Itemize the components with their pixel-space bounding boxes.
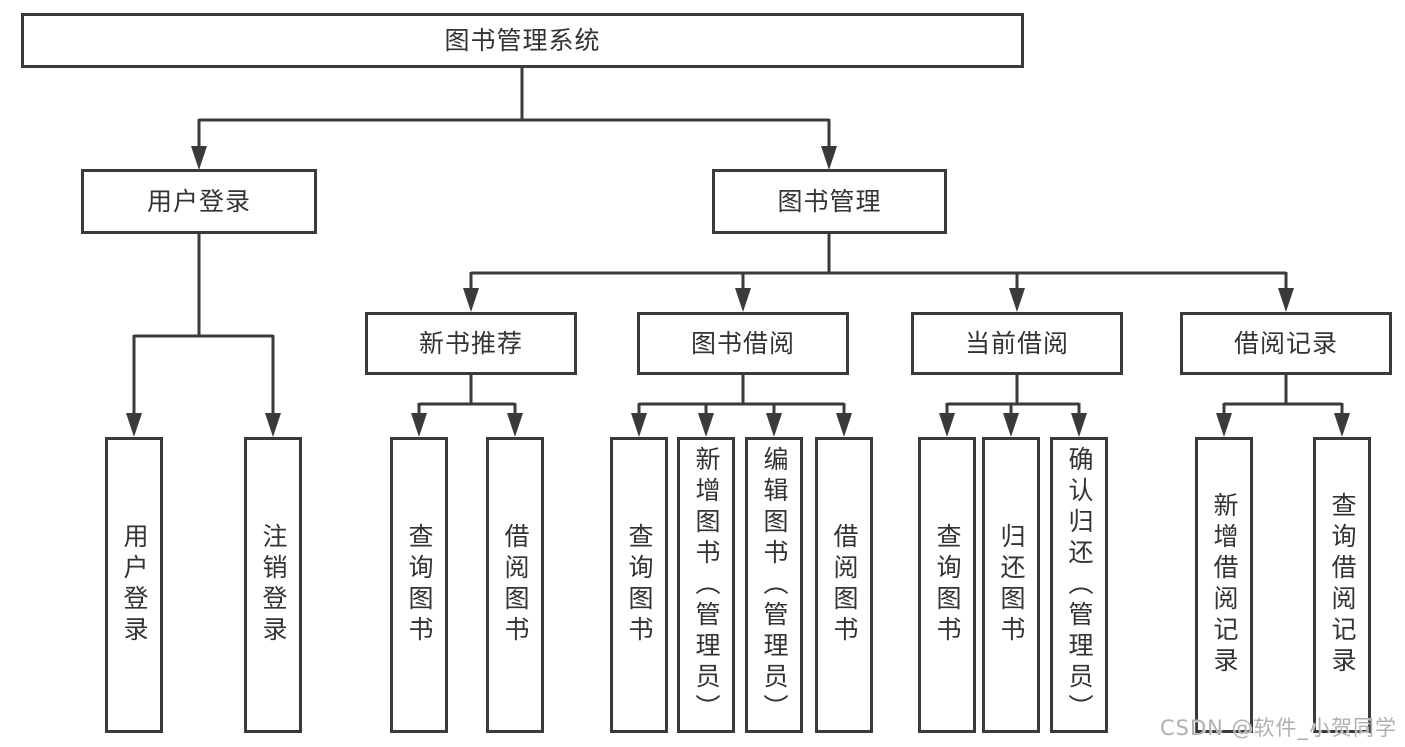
- arrowhead-down: [1216, 413, 1232, 437]
- leaf-query-books-borrow: 查询图书: [610, 437, 668, 733]
- connector-current-borrow-to-leaves: [945, 373, 1081, 418]
- leaf-user-login: 用户登录: [105, 437, 163, 733]
- arrowhead-down: [698, 413, 714, 437]
- node-book-borrow: 图书借阅: [637, 312, 849, 375]
- leaf-confirm-return-admin: 确认归还（管理员）: [1050, 437, 1108, 733]
- arrowhead-down: [191, 146, 207, 170]
- node-user-login: 用户登录: [81, 169, 317, 234]
- arrowhead-down: [411, 413, 427, 437]
- leaf-query-borrow-record: 查询借阅记录: [1313, 437, 1371, 733]
- leaf-logout: 注销登录: [244, 437, 302, 733]
- leaf-add-books-admin: 新增图书（管理员）: [677, 437, 735, 733]
- arrowhead-down: [939, 413, 955, 437]
- connector-root-to-level2: [197, 66, 831, 150]
- node-book-management: 图书管理: [712, 169, 947, 234]
- arrowhead-down: [1278, 288, 1294, 312]
- arrowhead-down: [1071, 413, 1087, 437]
- csdn-watermark: CSDN @软件_小贺同学: [1160, 716, 1398, 740]
- node-library-management-system: 图书管理系统: [21, 13, 1024, 68]
- leaf-borrow-books: 借阅图书: [815, 437, 873, 733]
- node-borrow-records: 借阅记录: [1180, 312, 1392, 375]
- leaf-borrow-books-recommend: 借阅图书: [486, 437, 544, 733]
- arrowhead-down: [1334, 413, 1350, 437]
- node-current-borrow: 当前借阅: [911, 312, 1123, 375]
- connector-book-borrow-to-leaves: [637, 373, 846, 418]
- arrowhead-down: [735, 288, 751, 312]
- connector-user-login-to-leaves: [132, 232, 275, 418]
- node-new-book-recommend: 新书推荐: [365, 312, 577, 375]
- arrowhead-down: [507, 413, 523, 437]
- arrowhead-down: [1009, 288, 1025, 312]
- leaf-add-borrow-record: 新增借阅记录: [1195, 437, 1253, 733]
- connector-borrow-records-to-leaves: [1222, 373, 1344, 418]
- arrowhead-down: [631, 413, 647, 437]
- leaf-query-books-current: 查询图书: [918, 437, 976, 733]
- arrowhead-down: [1003, 413, 1019, 437]
- leaf-edit-books-admin: 编辑图书（管理员）: [745, 437, 803, 733]
- arrowhead-down: [821, 146, 837, 170]
- arrowhead-down: [265, 413, 281, 437]
- leaf-query-books-recommend: 查询图书: [390, 437, 448, 733]
- arrowhead-down: [836, 413, 852, 437]
- leaf-return-books: 归还图书: [982, 437, 1040, 733]
- connector-book-management-to-level3: [469, 232, 1288, 293]
- connector-new-book-to-leaves: [417, 373, 517, 418]
- arrowhead-down: [463, 288, 479, 312]
- arrowhead-down: [126, 413, 142, 437]
- arrowhead-down: [766, 413, 782, 437]
